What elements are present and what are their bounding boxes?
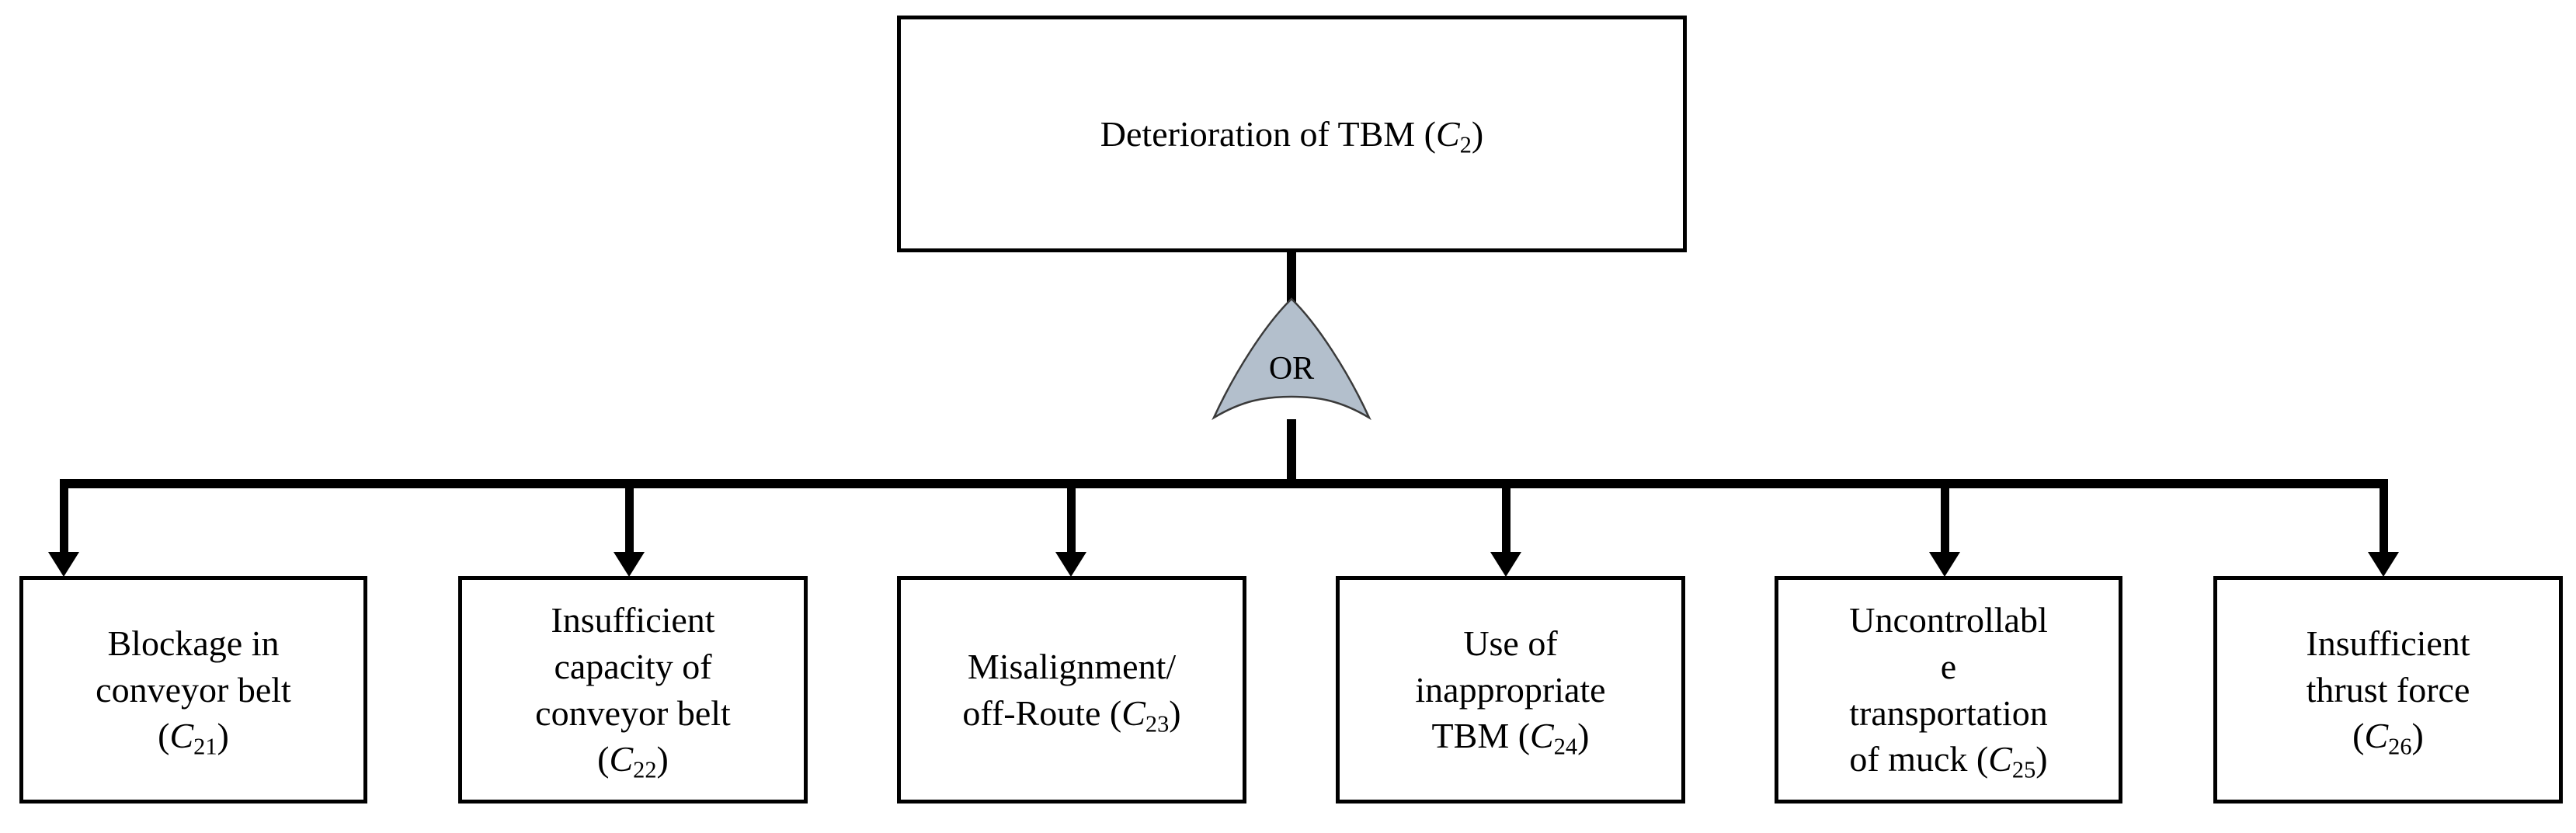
basic-event-box-c26[interactable]: Insufficient thrust force (C26) bbox=[2213, 576, 2563, 803]
arrowhead-c23 bbox=[1055, 552, 1086, 577]
or-gate[interactable]: OR bbox=[1210, 297, 1373, 423]
arrowhead-c24 bbox=[1490, 552, 1521, 577]
basic-event-label-c25: Uncontrollabl e transportation of muck (… bbox=[1844, 597, 2053, 783]
basic-event-label-c21: Blockage in conveyor belt (C21) bbox=[91, 620, 296, 759]
basic-event-code-letter-c26: C bbox=[2364, 716, 2389, 756]
connector-drop-c26 bbox=[2380, 484, 2388, 554]
connector-drop-c21 bbox=[60, 484, 68, 554]
connector-drop-c22 bbox=[625, 484, 634, 554]
basic-event-code-subscript-c26: 26 bbox=[2388, 733, 2412, 760]
top-event-code-letter: C bbox=[1436, 113, 1460, 154]
or-gate-shape bbox=[1212, 297, 1371, 421]
connector-gate-to-bus bbox=[1287, 419, 1296, 488]
basic-event-code-subscript-c23: 23 bbox=[1145, 710, 1170, 737]
arrowhead-c26 bbox=[2368, 552, 2399, 577]
basic-event-text-tail-c26: ) bbox=[2411, 716, 2424, 756]
connector-bus bbox=[60, 479, 2388, 488]
basic-event-code-subscript-c25: 25 bbox=[2011, 756, 2036, 783]
basic-event-label-c23: Misalignment/ off-Route (C23) bbox=[958, 644, 1185, 737]
top-event-text-tail: ) bbox=[1471, 113, 1484, 154]
basic-event-text-tail-c23: ) bbox=[1169, 692, 1181, 733]
top-event-label: Deterioration of TBM (C2) bbox=[1096, 111, 1488, 158]
connector-drop-c23 bbox=[1067, 484, 1076, 554]
basic-event-label-c24: Use of inappropriate TBM (C24) bbox=[1410, 620, 1610, 759]
basic-event-box-c24[interactable]: Use of inappropriate TBM (C24) bbox=[1336, 576, 1685, 803]
basic-event-text-tail-c21: ) bbox=[217, 716, 229, 756]
basic-event-text-tail-c24: ) bbox=[1577, 716, 1590, 756]
basic-event-code-letter-c24: C bbox=[1530, 716, 1554, 756]
top-event-text: Deterioration of TBM ( bbox=[1100, 113, 1436, 154]
basic-event-code-letter-c25: C bbox=[1988, 739, 2012, 779]
basic-event-text-c26: Insufficient thrust force ( bbox=[2306, 623, 2470, 756]
basic-event-code-subscript-c21: 21 bbox=[193, 733, 217, 760]
top-event-code-subscript: 2 bbox=[1459, 131, 1472, 158]
basic-event-code-letter-c23: C bbox=[1121, 692, 1145, 733]
basic-event-box-c23[interactable]: Misalignment/ off-Route (C23) bbox=[897, 576, 1246, 803]
basic-event-code-letter-c21: C bbox=[169, 716, 194, 756]
arrowhead-c21 bbox=[48, 552, 79, 577]
connector-drop-c25 bbox=[1941, 484, 1949, 554]
basic-event-box-c22[interactable]: Insufficient capacity of conveyor belt (… bbox=[458, 576, 808, 803]
arrowhead-c25 bbox=[1929, 552, 1960, 577]
basic-event-code-subscript-c24: 24 bbox=[1553, 733, 1578, 760]
connector-top-to-gate bbox=[1287, 252, 1296, 304]
basic-event-text-c22: Insufficient capacity of conveyor belt ( bbox=[535, 599, 731, 779]
basic-event-text-tail-c25: ) bbox=[2035, 739, 2048, 779]
basic-event-text-c23: Misalignment/ off-Route ( bbox=[962, 646, 1177, 733]
top-event-box[interactable]: Deterioration of TBM (C2) bbox=[897, 16, 1687, 252]
basic-event-label-c26: Insufficient thrust force (C26) bbox=[2301, 620, 2474, 759]
basic-event-label-c22: Insufficient capacity of conveyor belt (… bbox=[530, 597, 735, 783]
basic-event-code-letter-c22: C bbox=[609, 739, 634, 779]
basic-event-text-tail-c22: ) bbox=[656, 739, 669, 779]
basic-event-text-c21: Blockage in conveyor belt ( bbox=[96, 623, 291, 756]
arrowhead-c22 bbox=[614, 552, 645, 577]
basic-event-text-c25: Uncontrollabl e transportation of muck ( bbox=[1849, 599, 2048, 779]
basic-event-box-c21[interactable]: Blockage in conveyor belt (C21) bbox=[19, 576, 367, 803]
basic-event-box-c25[interactable]: Uncontrollabl e transportation of muck (… bbox=[1775, 576, 2122, 803]
connector-drop-c24 bbox=[1502, 484, 1510, 554]
basic-event-code-subscript-c22: 22 bbox=[633, 756, 657, 783]
basic-event-text-c24: Use of inappropriate TBM ( bbox=[1415, 623, 1606, 756]
